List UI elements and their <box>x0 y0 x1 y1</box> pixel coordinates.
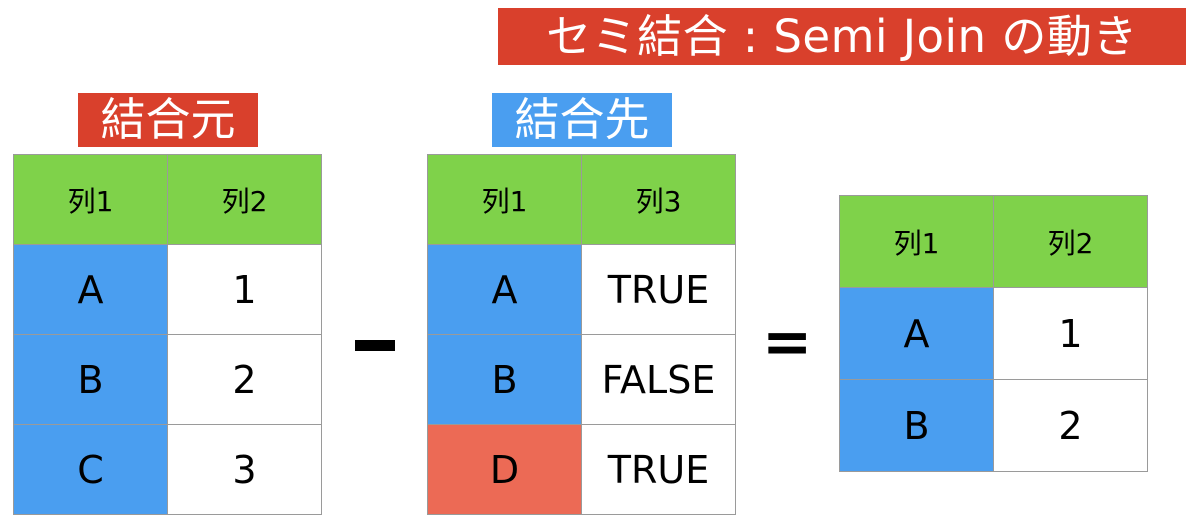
key-cell: A <box>13 244 168 335</box>
key-cell: B <box>13 334 168 425</box>
equals-operator: = <box>762 307 813 377</box>
table-header-row: 列1 列2 <box>13 154 322 245</box>
value-cell: FALSE <box>581 334 736 425</box>
value-cell: 2 <box>167 334 322 425</box>
key-cell: C <box>13 424 168 515</box>
source-table: 列1 列2 A 1 B 2 C 3 <box>13 154 322 515</box>
table-header-row: 列1 列2 <box>839 195 1148 288</box>
table-row: C 3 <box>13 424 322 515</box>
value-cell: 2 <box>993 379 1148 472</box>
minus-operator <box>355 340 395 351</box>
value-cell: 1 <box>993 287 1148 380</box>
table-row: A 1 <box>839 287 1148 380</box>
key-cell: B <box>839 379 994 472</box>
column-header: 列2 <box>167 154 322 245</box>
result-table: 列1 列2 A 1 B 2 <box>839 195 1148 472</box>
table-row: B 2 <box>13 334 322 425</box>
column-header: 列2 <box>993 195 1148 288</box>
target-table-label: 結合先 <box>492 93 672 147</box>
table-header-row: 列1 列3 <box>427 154 736 245</box>
key-cell: A <box>839 287 994 380</box>
table-row: B FALSE <box>427 334 736 425</box>
table-row: B 2 <box>839 379 1148 472</box>
value-cell: 1 <box>167 244 322 335</box>
target-table: 列1 列3 A TRUE B FALSE D TRUE <box>427 154 736 515</box>
page-title: セミ結合 : Semi Join の動き <box>498 8 1186 65</box>
key-cell: B <box>427 334 582 425</box>
source-table-label: 結合元 <box>78 93 258 147</box>
column-header: 列1 <box>839 195 994 288</box>
value-cell: 3 <box>167 424 322 515</box>
key-cell: A <box>427 244 582 335</box>
table-row: A TRUE <box>427 244 736 335</box>
column-header: 列3 <box>581 154 736 245</box>
table-row: A 1 <box>13 244 322 335</box>
table-row: D TRUE <box>427 424 736 515</box>
key-cell-unmatched: D <box>427 424 582 515</box>
value-cell: TRUE <box>581 424 736 515</box>
column-header: 列1 <box>13 154 168 245</box>
column-header: 列1 <box>427 154 582 245</box>
value-cell: TRUE <box>581 244 736 335</box>
